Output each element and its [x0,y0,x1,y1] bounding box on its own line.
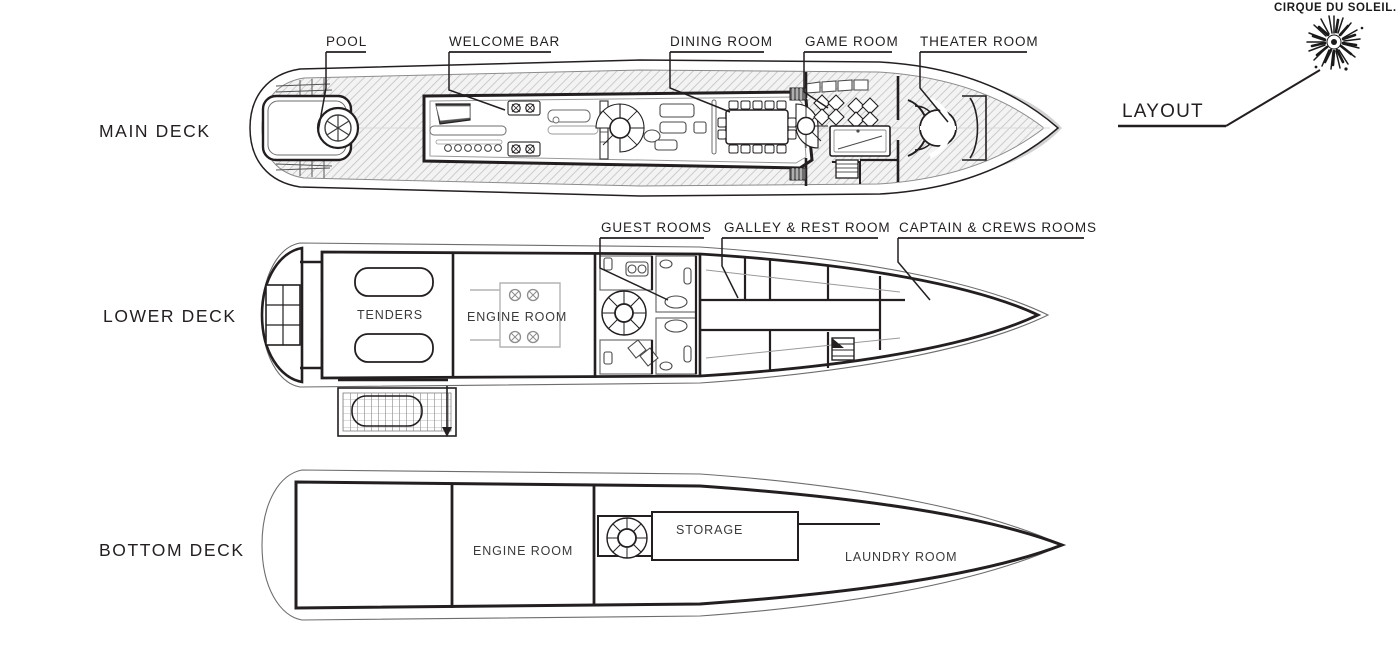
bow-screen [962,95,987,161]
callout-game-room: GAME ROOM [805,34,899,49]
galley-crew-thin-lines [705,269,901,359]
deck-title-bottom-deck: BOTTOM DECK [99,540,245,560]
room-label-lower-engine-room: ENGINE ROOM [467,310,568,324]
theater-seating [907,97,957,159]
callout-theater-room: THEATER ROOM [920,34,1039,49]
engine-mounts [470,282,561,348]
lower-deck-bulkheads [451,252,702,378]
layout-leader [1118,69,1321,128]
room-label-storage: STORAGE [676,523,744,537]
leader-captain-crews-rooms [897,238,931,301]
lounge-furniture [643,99,717,155]
game-table-one [813,94,845,126]
swim-platform [337,378,457,437]
leader-dining-room [669,52,731,113]
guest-rooms-zone [599,255,698,375]
brand-name: CIRQUE DU SOLEIL. [1274,2,1397,14]
dining-table [717,100,797,154]
room-label-laundry-room: LAUNDRY ROOM [845,550,958,564]
pool-feature [261,94,360,162]
spiral-stair-lower-deck [601,290,647,336]
aft-stair-detail [789,87,859,181]
leader-guest-rooms [599,238,669,301]
tenders-bay [354,267,434,363]
main-superstructure [422,90,814,170]
billiard-table [829,125,891,157]
room-label-bottom-engine-room: ENGINE ROOM [473,544,574,558]
callout-guest-rooms: GUEST ROOMS [601,220,712,235]
lounger-row [805,79,869,94]
bottom-deck-outline [294,480,1067,610]
leader-theater-room [919,52,949,123]
storage-room-box [651,511,880,561]
bottom-deck-plan [261,469,1067,621]
spiral-stair-bottom-deck [597,515,653,559]
lower-deck-plan [260,242,1050,437]
sheet-title: LAYOUT [1122,101,1204,122]
spiral-stair-game-room [795,103,828,149]
callout-welcome-bar: WELCOME BAR [449,34,561,49]
sunburst-logo-icon [1306,15,1364,71]
room-label-tenders: TENDERS [357,308,424,322]
deck-title-lower-deck: LOWER DECK [103,306,237,326]
callout-underlines [326,51,1084,239]
spiral-stair-main-deck [595,103,645,153]
leader-galley-rest-room [721,238,739,299]
down-arrow-icon [442,386,452,437]
callout-dining-room: DINING ROOM [670,34,773,49]
main-deck-plan [249,59,1062,197]
callout-leader-lines [317,52,949,301]
crew-stair [831,337,855,361]
lower-stern-transom [260,246,324,384]
galley-crew-grid [700,258,905,372]
callout-pool: POOL [326,34,368,49]
bottom-deck-bulkheads [450,484,596,608]
leader-welcome-bar [448,52,506,111]
leader-game-room [803,52,829,109]
callout-captain-crews-rooms: CAPTAIN & CREWS ROOMS [899,220,1097,235]
leader-pool [317,52,327,133]
callout-galley-rest-room: GALLEY & REST ROOM [724,220,891,235]
welcome-bar-area [429,100,609,160]
deck-title-main-deck: MAIN DECK [99,121,211,141]
